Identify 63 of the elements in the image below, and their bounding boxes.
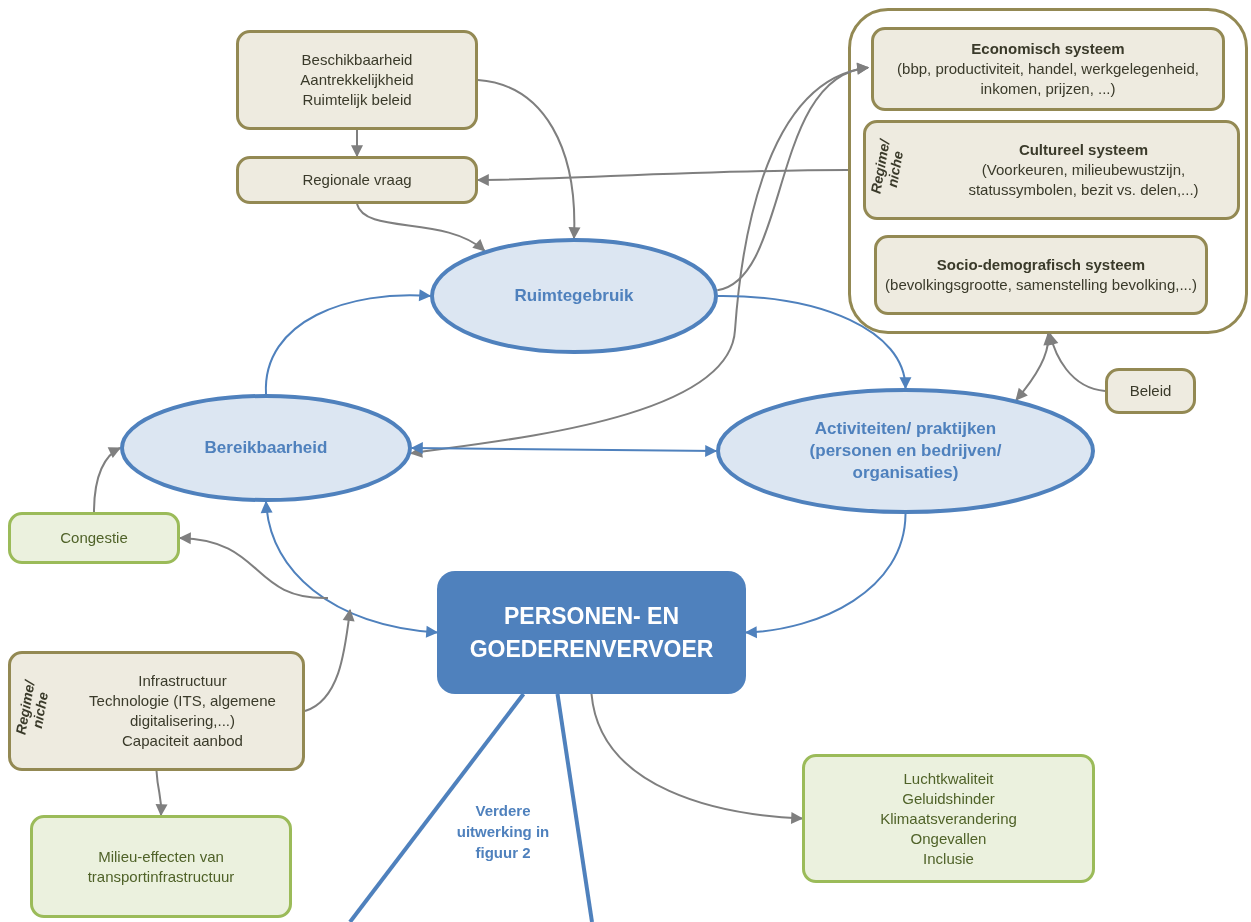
arrow	[477, 79, 581, 240]
box-heading: Cultureel systeem	[1018, 140, 1149, 160]
box-text: (bevolkingsgrootte, samenstelling bevolking,...)	[885, 275, 1197, 295]
process-box	[236, 156, 478, 204]
process-box	[1105, 368, 1196, 414]
box-text: (bbp, productiviteit, handel, werkgelegenheid, inkomen, prijzen, ...)	[896, 59, 1200, 99]
arrow	[590, 693, 804, 824]
effect-box	[30, 815, 292, 918]
arrow	[261, 500, 439, 638]
box-text: Geluidshinder	[902, 788, 995, 809]
box-text: Aantrekkelijkheid	[300, 70, 414, 90]
central-box	[437, 571, 746, 694]
ellipse-node	[716, 388, 1095, 514]
arrow	[410, 442, 718, 457]
effect-box	[802, 754, 1095, 883]
node-label: Ruimtegebruik	[514, 285, 634, 307]
process-box	[874, 235, 1208, 315]
box-text: Congestie	[60, 528, 128, 548]
arrow	[265, 289, 432, 395]
ellipse-node	[430, 238, 718, 354]
arrow	[304, 608, 355, 712]
arrow	[476, 169, 849, 186]
arrow	[410, 64, 870, 458]
node-label: Bereikbaarheid	[204, 437, 328, 459]
box-text: Ongevallen	[910, 828, 987, 849]
connector-line	[555, 693, 594, 922]
arrow	[717, 295, 911, 390]
arrow	[351, 129, 363, 158]
box-text: Beleid	[1129, 381, 1172, 401]
box-text: Milieu-effecten van transportinfrastructuur	[86, 846, 236, 887]
box-text: Technologie (ITS, algemene digitalisering,...)	[88, 691, 277, 731]
process-box	[236, 30, 478, 130]
node-label: Activiteiten/ praktijken (personen en bedrijven/ organisaties)	[808, 418, 1003, 484]
regime-niche-label: Regime/ niche	[13, 678, 52, 738]
box-text: Capaciteit aanbod	[122, 731, 243, 751]
arrow	[1047, 332, 1106, 392]
ellipse-node	[120, 394, 412, 502]
box-text: Ruimtelijk beleid	[302, 90, 412, 110]
connector-line	[348, 692, 526, 922]
arrow	[155, 770, 168, 817]
arrow	[93, 447, 122, 513]
annotation-text: Verdere uitwerking in figuur 2	[455, 801, 551, 863]
box-text: Infrastructuur	[138, 671, 227, 691]
box-text: Regionale vraag	[302, 170, 412, 190]
regime-niche-label: Regime/ niche	[868, 137, 907, 197]
box-text: Inclusie	[923, 848, 974, 869]
arrow	[716, 64, 870, 292]
arrow	[744, 513, 907, 638]
node-label: PERSONEN- EN GOEDERENVERVOER	[468, 601, 715, 664]
process-box	[8, 651, 305, 771]
box-heading: Socio-demografisch systeem	[936, 255, 1146, 275]
effect-box	[8, 512, 180, 564]
process-box	[871, 27, 1225, 111]
box-text: Klimaatsverandering	[880, 808, 1017, 829]
box-text: Luchtkwaliteit	[903, 768, 994, 789]
box-text: (Voorkeuren, milieubewustzijn, statussymbolen, bezit vs. delen,...)	[967, 160, 1200, 200]
arrow	[178, 532, 329, 599]
box-text: Beschikbaarheid	[301, 50, 413, 70]
arrow	[1015, 332, 1055, 401]
system-group-box	[848, 8, 1248, 334]
arrow	[356, 203, 486, 252]
box-heading: Economisch systeem	[971, 39, 1125, 59]
process-box	[863, 120, 1240, 220]
